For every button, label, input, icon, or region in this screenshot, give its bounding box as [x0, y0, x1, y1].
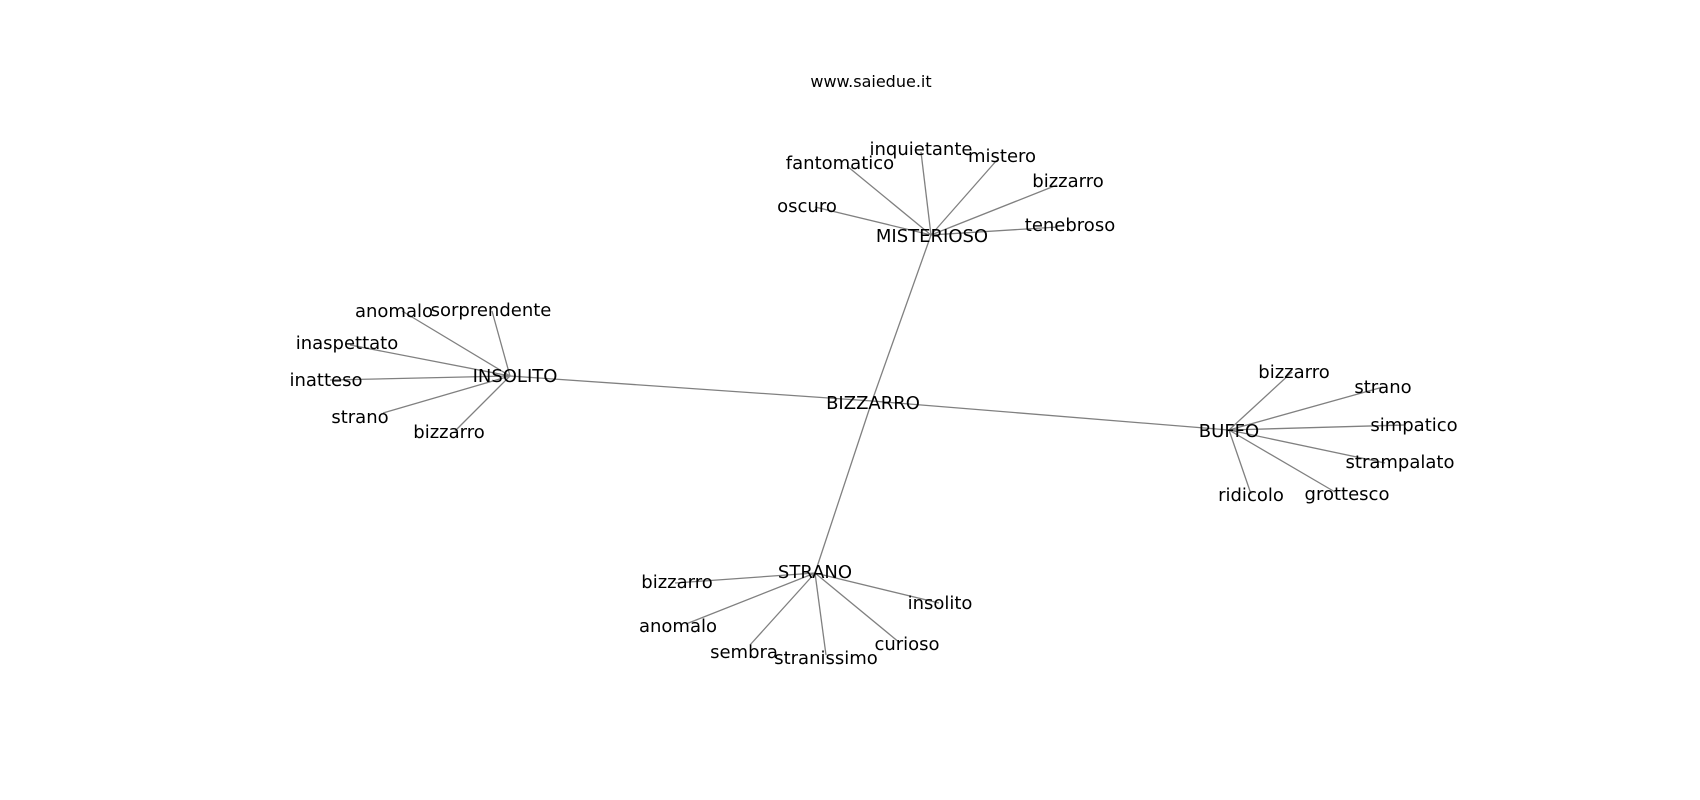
leaf-node-misterioso-mistero: mistero — [968, 146, 1036, 167]
leaf-node-buffo-strampalato: strampalato — [1346, 452, 1455, 473]
edges-layer — [329, 151, 1406, 656]
edge-root-misterioso — [871, 234, 932, 402]
edge-root-strano — [814, 400, 873, 574]
leaf-node-strano-anomalo: anomalo — [639, 616, 717, 637]
leaf-node-buffo-bizzarro: bizzarro — [1258, 362, 1329, 383]
leaf-node-misterioso-oscuro: oscuro — [777, 196, 837, 217]
leaf-node-buffo-grottesco: grottesco — [1305, 484, 1390, 505]
leaf-node-insolito-inatteso: inatteso — [289, 370, 362, 391]
leaf-node-strano-stranissimo: stranissimo — [774, 648, 878, 669]
leaf-node-strano-bizzarro: bizzarro — [641, 572, 712, 593]
site-watermark: www.saiedue.it — [810, 72, 931, 91]
edge-misterioso-fantomatico — [846, 165, 932, 236]
leaf-node-misterioso-tenebroso: tenebroso — [1025, 215, 1115, 236]
edge-buffo-strampalato — [1228, 429, 1386, 464]
leaf-node-insolito-inaspettato: inaspettato — [296, 333, 399, 354]
edge-buffo-simpatico — [1228, 424, 1406, 431]
edge-strano-curioso — [814, 572, 901, 644]
edge-strano-bizzarro — [674, 572, 816, 584]
leaf-node-insolito-strano: strano — [331, 407, 388, 428]
edge-strano-anomalo — [685, 572, 816, 625]
leaf-node-strano-insolito: insolito — [908, 593, 973, 614]
leaf-node-strano-sembra: sembra — [710, 642, 778, 663]
edge-insolito-anomalo — [401, 310, 511, 377]
branch-node-buffo: BUFFO — [1199, 421, 1259, 442]
branch-node-insolito: INSOLITO — [473, 366, 558, 387]
edge-buffo-grottesco — [1228, 429, 1336, 493]
edge-root-insolito — [509, 375, 873, 402]
edge-strano-sembra — [749, 572, 816, 646]
edge-insolito-sorprendente — [491, 310, 511, 377]
edge-buffo-bizzarro — [1228, 371, 1293, 431]
leaf-node-insolito-anomalo: anomalo — [355, 301, 433, 322]
leaf-node-strano-curioso: curioso — [874, 634, 939, 655]
edge-insolito-strano — [382, 375, 511, 414]
leaf-node-insolito-bizzarro: bizzarro — [413, 422, 484, 443]
branch-node-strano: STRANO — [778, 562, 852, 583]
leaf-node-buffo-strano: strano — [1354, 377, 1411, 398]
edge-buffo-strano — [1228, 386, 1384, 431]
root-node: BIZZARRO — [826, 393, 920, 414]
edge-buffo-ridicolo — [1228, 429, 1252, 495]
edge-strano-insolito — [814, 572, 940, 604]
edge-insolito-inatteso — [329, 375, 511, 381]
edge-insolito-bizzarro — [454, 375, 511, 432]
edge-misterioso-bizzarro — [930, 184, 1058, 236]
leaf-node-buffo-ridicolo: ridicolo — [1218, 485, 1284, 506]
branch-node-misterioso: MISTERIOSO — [876, 226, 988, 247]
leaf-node-misterioso-bizzarro: bizzarro — [1032, 171, 1103, 192]
leaf-node-misterioso-fantomatico: fantomatico — [786, 153, 894, 174]
leaf-node-buffo-simpatico: simpatico — [1370, 415, 1457, 436]
edge-misterioso-tenebroso — [930, 226, 1059, 236]
edge-misterioso-mistero — [930, 159, 998, 236]
edge-strano-stranissimo — [814, 572, 827, 656]
leaf-node-misterioso-inquietante: inquietante — [870, 139, 973, 160]
edge-insolito-inaspettato — [349, 344, 511, 377]
edge-misterioso-inquietante — [920, 151, 932, 236]
leaf-node-insolito-sorprendente: sorprendente — [431, 300, 552, 321]
edge-misterioso-oscuro — [814, 206, 932, 236]
edge-root-buffo — [871, 400, 1230, 431]
